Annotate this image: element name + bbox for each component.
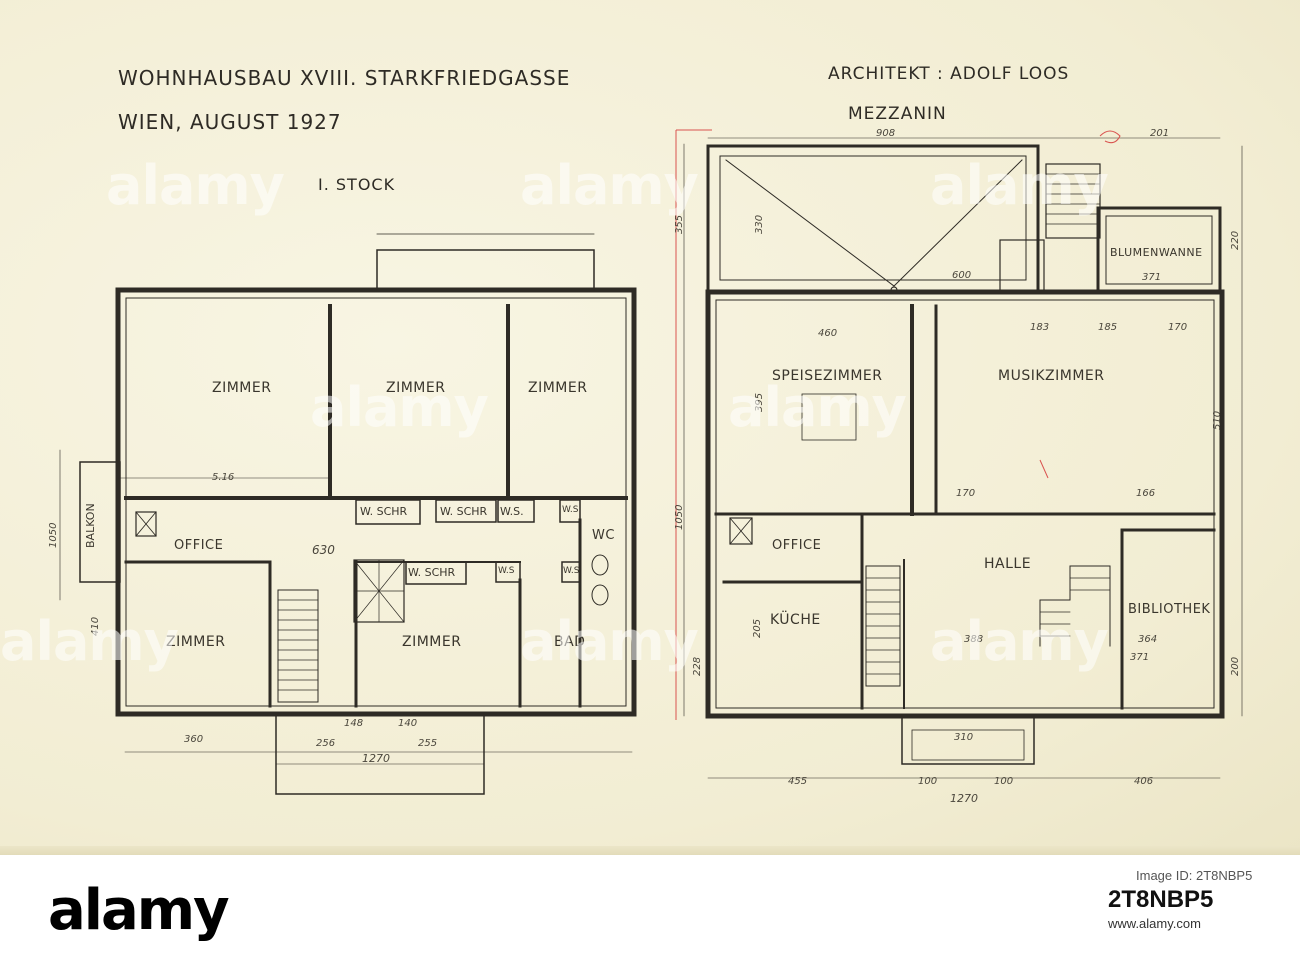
dim-140: 140 [398, 718, 418, 729]
alamy-logo: alamy [48, 878, 230, 943]
dim-255: 255 [418, 738, 438, 749]
watermark: alamy [106, 154, 285, 217]
room-bibliothek: BIBLIOTHEK [1128, 602, 1211, 617]
dim-148: 148 [344, 718, 364, 729]
dim-166: 166 [1136, 488, 1156, 499]
watermark: alamy [310, 376, 489, 439]
right-plan-title: MEZZANIN [848, 104, 947, 124]
balkon-outline [79, 461, 121, 583]
room-zimmer-3: ZIMMER [528, 380, 588, 396]
dim-1270-right: 1270 [950, 792, 978, 805]
room-zimmer-5: ZIMMER [402, 634, 462, 650]
room-balkon: BALKON [84, 503, 97, 548]
architect-credit: ARCHITEKT : ADOLF LOOS [828, 64, 1070, 84]
dim-1270-left: 1270 [362, 752, 390, 765]
drawing-title: WOHNHAUSBAU XVIII. STARKFRIEDGASSE [118, 66, 571, 90]
left-plan-title: I. STOCK [318, 175, 396, 194]
label-ws-4: W.S [563, 566, 580, 576]
label-ws-2: W.S [498, 566, 515, 576]
dim-200: 200 [1230, 656, 1241, 676]
dim-371: 371 [1142, 272, 1162, 283]
dim-185: 185 [1098, 322, 1118, 333]
dim-1050-right: 1050 [674, 504, 685, 530]
stock-footer [0, 855, 1300, 954]
dim-205: 205 [752, 618, 763, 638]
dim-360: 360 [184, 734, 204, 745]
image-id-label: Image ID: 2T8NBP5 [1136, 868, 1253, 883]
room-kueche: KÜCHE [770, 612, 821, 628]
label-ws-1: W.S. [500, 505, 524, 518]
left-plan-outer-wall [115, 287, 637, 717]
room-blumenwanne: BLUMENWANNE [1110, 246, 1203, 259]
dim-310: 310 [954, 732, 974, 743]
room-musikzimmer: MUSIKZIMMER [998, 368, 1105, 384]
dim-600: 600 [952, 270, 972, 281]
dim-100b: 100 [994, 776, 1014, 787]
dim-406: 406 [1134, 776, 1154, 787]
watermark: alamy [520, 154, 699, 217]
watermark: alamy [0, 610, 179, 673]
watermark: alamy [930, 154, 1109, 217]
label-w-schr-1: W. SCHR [360, 505, 408, 518]
dim-330: 330 [754, 214, 765, 234]
dim-364: 364 [1138, 634, 1158, 645]
dim-510: 510 [1212, 410, 1223, 430]
dim-455: 455 [788, 776, 808, 787]
label-ws-3: W.S [562, 505, 579, 515]
dim-516: 5.16 [212, 472, 235, 483]
room-bad: BAD [554, 634, 586, 650]
blueprint-sheet: WOHNHAUSBAU XVIII. STARKFRIEDGASSE WIEN,… [0, 0, 1300, 855]
floor-plan-drawing [59, 129, 1243, 795]
room-zimmer-1: ZIMMER [212, 380, 272, 396]
room-office-right: OFFICE [772, 538, 822, 553]
dim-170b: 170 [956, 488, 976, 499]
dim-388: 388 [964, 634, 984, 645]
room-wc: WC [592, 528, 615, 543]
label-w-schr-3: W. SCHR [408, 566, 456, 579]
dim-183: 183 [1030, 322, 1050, 333]
dim-355: 355 [674, 214, 685, 234]
dim-170: 170 [1168, 322, 1188, 333]
drawing-place-date: WIEN, AUGUST 1927 [118, 110, 342, 134]
label-w-schr-2: W. SCHR [440, 505, 488, 518]
dim-371b: 371 [1130, 652, 1150, 663]
right-plan-outer-wall [705, 289, 1225, 719]
watermark: alamy [520, 610, 699, 673]
dim-460: 460 [818, 328, 838, 339]
watermark: alamy [930, 610, 1109, 673]
dim-220: 220 [1230, 230, 1241, 250]
dim-630: 630 [312, 543, 335, 557]
dim-1050: 1050 [48, 522, 59, 548]
image-reference: 2T8NBP5 [1108, 886, 1214, 913]
room-speisezimmer: SPEISEZIMMER [772, 368, 883, 384]
room-halle: HALLE [984, 556, 1032, 572]
dim-908: 908 [876, 128, 896, 139]
room-zimmer-4: ZIMMER [166, 634, 226, 650]
dim-201: 201 [1150, 128, 1170, 139]
dim-100a: 100 [918, 776, 938, 787]
dim-256: 256 [316, 738, 336, 749]
room-office-left: OFFICE [174, 538, 224, 553]
room-zimmer-2: ZIMMER [386, 380, 446, 396]
watermark: alamy [728, 376, 907, 439]
stock-url: www.alamy.com [1108, 916, 1201, 931]
